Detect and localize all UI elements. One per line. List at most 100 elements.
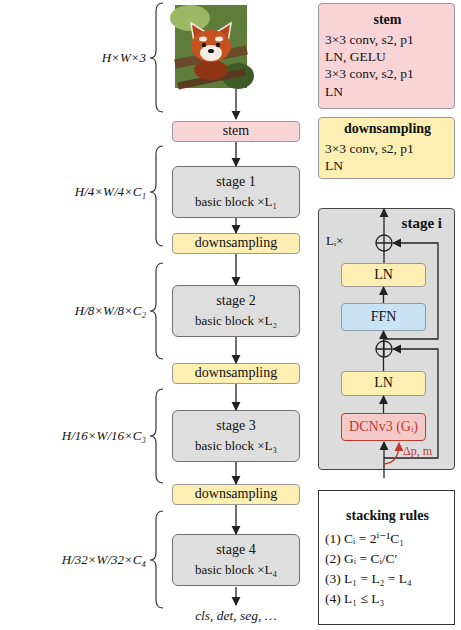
dimension-label: H×W×3 (0, 50, 146, 66)
box-title: stem (223, 123, 249, 140)
residual-line (384, 349, 438, 458)
flow-arrow (383, 396, 384, 413)
flow-arrow (235, 254, 236, 285)
layer-norm-box: LN (341, 263, 426, 287)
panda-face (191, 30, 231, 62)
panda-brow (215, 37, 223, 42)
red-panda-photo (170, 5, 254, 89)
box-line: LN (325, 84, 450, 100)
box-subtitle: basic block ×L₄ (195, 562, 277, 578)
panda-body (194, 60, 228, 80)
box-title: stage 1 (216, 174, 255, 191)
stage-box: stage 1 basic block ×L₁ (172, 166, 300, 218)
residual-line (384, 243, 438, 339)
dimension-label: H/16×W/16×C₃ (0, 428, 146, 444)
repeat-label: Lᵢ× (326, 233, 356, 249)
box-line: (3) L₁ = L₂ = L₄ (325, 571, 450, 587)
sum-cross (376, 235, 392, 251)
downsampling-detail-box: downsampling 3×3 conv, s2, p1LN (318, 117, 455, 179)
box-heading: stage i (402, 214, 442, 232)
downsampling-box: downsampling (172, 484, 300, 505)
rules-box: stacking rules(1) Cᵢ = 2ⁱ⁻¹C₁(2) Gᵢ = Cᵢ… (318, 490, 455, 625)
box-line: (4) L₁ ≤ L₃ (325, 591, 450, 607)
flow-arrow (235, 337, 236, 363)
box-line: 3×3 conv, s2, p1 (325, 66, 450, 82)
block-line (383, 251, 384, 263)
photo-branch (178, 72, 245, 86)
box-title: DCNv3 (Gᵢ) (349, 419, 418, 436)
panda-nose (208, 49, 214, 53)
box-title: downsampling (195, 486, 277, 503)
brace (150, 389, 163, 483)
flow-arrow (383, 287, 384, 303)
box-title: LN (374, 267, 393, 284)
box-subtitle: basic block ×L₃ (195, 438, 277, 454)
box-line: LN, GELU (325, 49, 450, 65)
box-title: downsampling (195, 365, 277, 382)
dimension-braces (150, 3, 163, 608)
panda-eye (216, 43, 220, 47)
downsampling-box: downsampling (172, 363, 300, 384)
flow-arrow (235, 218, 236, 233)
sum-cross (376, 341, 392, 357)
box-subtitle: basic block ×L₁ (195, 194, 277, 210)
box-line: 3×3 conv, s2, p1 (325, 32, 450, 48)
box-subtitle: basic block ×L₂ (195, 313, 277, 329)
box-title: LN (374, 375, 393, 392)
flow-arrow (235, 384, 236, 410)
input-arrow (235, 89, 236, 119)
box-heading: stacking rules (325, 508, 450, 525)
panda-ear (215, 23, 231, 42)
downsampling-box: downsampling (172, 233, 300, 254)
brace (150, 3, 163, 112)
dcn-box: DCNv3 (Gᵢ) (341, 413, 426, 441)
panda-eye (202, 43, 206, 47)
flow-arrow (235, 142, 236, 166)
offset-arrow (384, 443, 399, 464)
stage-box: stage 4 basic block ×L₄ (172, 534, 300, 586)
task-label: cls, det, seg, … (160, 608, 312, 624)
box-heading: downsampling (325, 121, 450, 138)
flow-arrow (235, 462, 236, 484)
box-title: stage 2 (216, 293, 255, 310)
layer-norm-box: LN (341, 371, 426, 396)
dimension-label: H/32×W/32×C₄ (0, 552, 146, 568)
photo-foliage (222, 63, 254, 89)
output-arrow (235, 587, 236, 605)
panda-brow (199, 37, 207, 42)
panda-ear (191, 23, 207, 42)
box-line: LN (325, 158, 450, 174)
box-title: stage 3 (216, 418, 255, 435)
brace (150, 146, 163, 246)
box-title: FFN (371, 309, 397, 326)
box-line: 3×3 conv, s2, p1 (325, 141, 450, 157)
stem-box: stem (172, 121, 300, 142)
stage-box: stage 3 basic block ×L₃ (172, 410, 300, 462)
flow-arrow (383, 331, 384, 371)
flow-arrow (235, 505, 236, 534)
sum-circle (376, 235, 392, 251)
brace (150, 511, 163, 608)
photo-background (175, 5, 247, 88)
block-output-arrow (383, 209, 384, 235)
box-title: stage 4 (216, 542, 255, 559)
brace (150, 263, 163, 359)
photo-foliage (170, 5, 210, 31)
panda-muzzle (200, 45, 222, 61)
stem-detail-box: stem 3×3 conv, s2, p1LN, GELU3×3 conv, s2… (318, 3, 455, 109)
ffn-box: FFN (341, 303, 426, 331)
stage-box: stage 2 basic block ×L₂ (172, 285, 300, 337)
block-input-arrow (383, 442, 384, 478)
offset-label: Δp, m (403, 443, 443, 459)
dimension-label: H/8×W/8×C₂ (0, 303, 146, 319)
photo-branch (175, 50, 247, 64)
sum-circle (376, 341, 392, 357)
box-line: (2) Gᵢ = Cᵢ/C′ (325, 551, 450, 567)
dimension-label: H/4×W/4×C₁ (0, 184, 146, 200)
box-heading: stem (325, 12, 450, 29)
flow-lines (236, 89, 438, 605)
box-title: downsampling (195, 235, 277, 252)
